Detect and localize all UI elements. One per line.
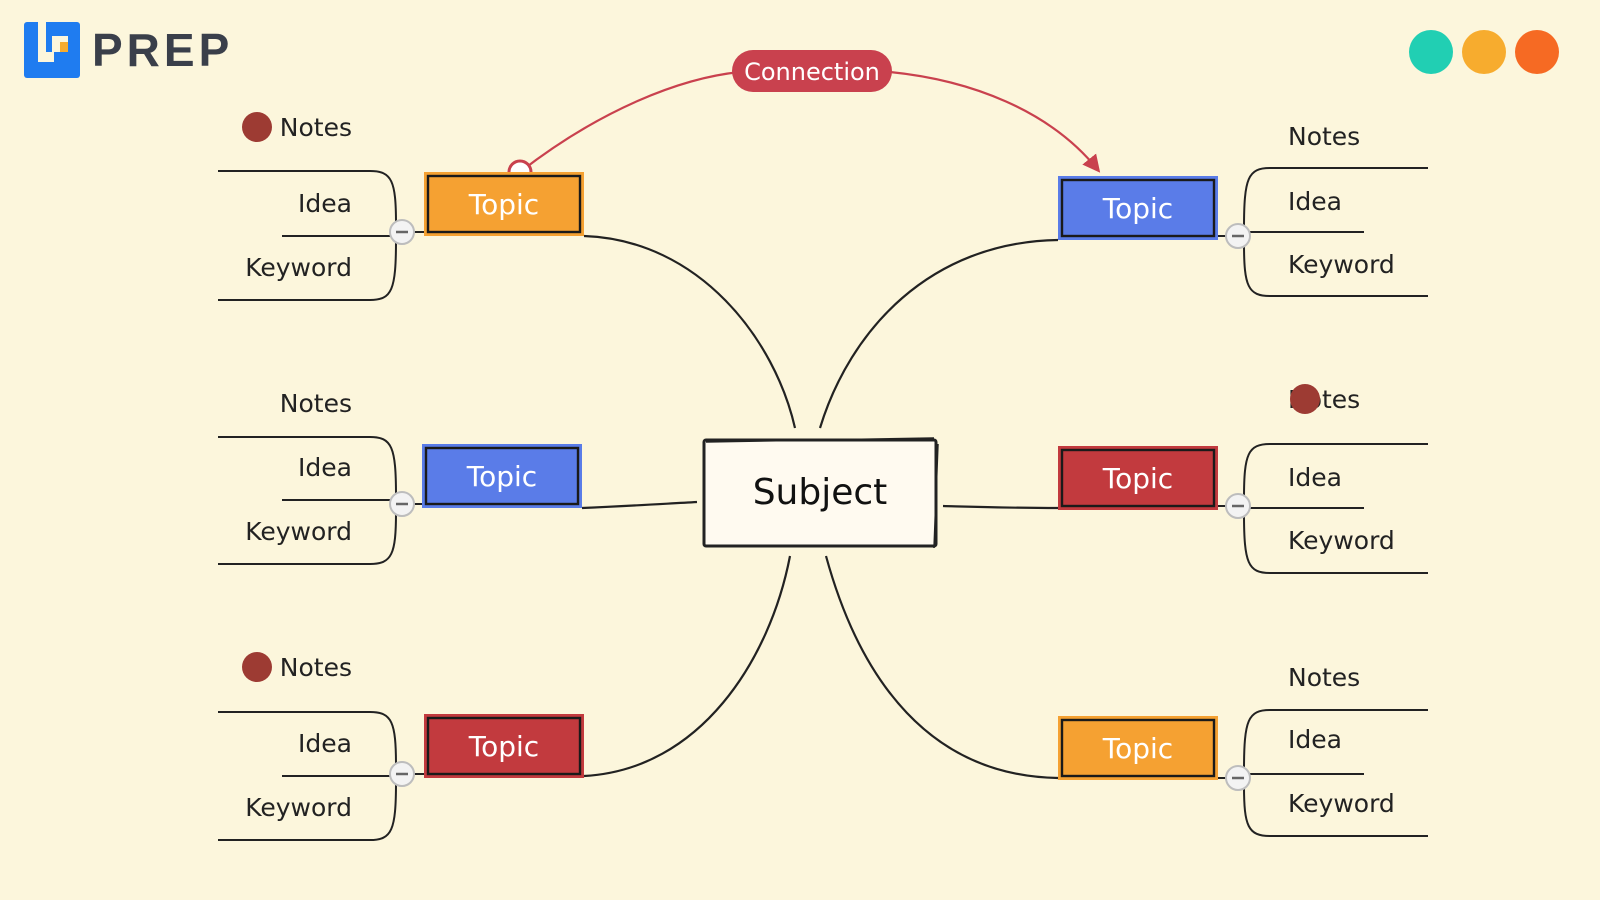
- branch-line-keyword: [218, 239, 397, 301]
- subject-node[interactable]: Subject: [702, 437, 939, 549]
- connection-arrow: [889, 70, 1101, 173]
- topic-top-right[interactable]: Topic: [1058, 176, 1218, 240]
- branch-label-idea[interactable]: Idea: [1288, 187, 1342, 216]
- branch-label-notes[interactable]: Notes: [280, 113, 352, 142]
- topic-label: Topic: [1102, 462, 1173, 495]
- subject-sketch-stroke: [705, 437, 939, 549]
- topic-sketch-border: [1060, 448, 1216, 508]
- collapse-toggle-top-left[interactable]: [389, 219, 415, 245]
- branch-line-keyword: [1243, 243, 1428, 297]
- branch-label-keyword[interactable]: Keyword: [245, 517, 352, 546]
- branch-label-idea[interactable]: Idea: [1288, 725, 1342, 754]
- branch-label-idea[interactable]: Idea: [298, 189, 352, 218]
- topic-bottom-right[interactable]: Topic: [1058, 716, 1218, 780]
- topic-fill: [424, 172, 584, 236]
- topic-bottom-left[interactable]: Topic: [424, 714, 584, 778]
- topic-fill: [1058, 176, 1218, 240]
- connection-pill-bg: [732, 50, 892, 92]
- link-bottom-right: [824, 555, 1059, 780]
- topic-label: Topic: [1102, 732, 1173, 765]
- prep-logo-icon: [24, 22, 80, 78]
- branch-line-notes: [1243, 167, 1428, 229]
- branch-label-keyword[interactable]: Keyword: [1288, 789, 1395, 818]
- branch-label-notes[interactable]: Notes: [280, 389, 352, 418]
- branch-line-notes: [218, 711, 397, 767]
- topic-label: Topic: [466, 460, 537, 493]
- connection-label: Connection: [744, 58, 880, 86]
- connection-pill[interactable]: Connection: [732, 50, 892, 92]
- branch-line-keyword: [218, 781, 397, 841]
- topic-label: Topic: [468, 188, 539, 221]
- link-mid-right: [942, 504, 1059, 510]
- branch-label-notes[interactable]: Notes: [280, 653, 352, 682]
- branch-line-notes: [218, 170, 397, 225]
- link-bottom-left: [583, 555, 792, 778]
- topic-mid-right[interactable]: Topic: [1058, 446, 1218, 510]
- branch-label-idea[interactable]: Idea: [1288, 463, 1342, 492]
- link-mid-left: [581, 500, 698, 510]
- branch-label-keyword[interactable]: Keyword: [1288, 250, 1395, 279]
- note-marker-icon: [242, 652, 272, 682]
- branch-label-notes[interactable]: Notes: [1288, 122, 1360, 151]
- collapse-toggle-top-right[interactable]: [1225, 223, 1251, 249]
- topic-sketch-border: [1060, 178, 1216, 238]
- topic-label: Topic: [468, 730, 539, 763]
- connection-line-start: [519, 70, 741, 173]
- branch-label-notes[interactable]: Notes: [1288, 663, 1360, 692]
- note-marker-icon: [242, 112, 272, 142]
- topic-fill: [424, 714, 584, 778]
- branch-line-keyword: [1243, 513, 1428, 574]
- orange-dot: [1515, 30, 1559, 74]
- teal-dot: [1409, 30, 1453, 74]
- topic-sketch-border: [424, 446, 580, 506]
- topic-label: Topic: [1102, 192, 1173, 225]
- branch-line-notes: [218, 436, 397, 497]
- topic-fill: [422, 444, 582, 508]
- yellow-dot: [1462, 30, 1506, 74]
- branch-label-keyword[interactable]: Keyword: [245, 793, 352, 822]
- collapse-toggle-mid-right[interactable]: [1225, 493, 1251, 519]
- window-dots: [1409, 30, 1559, 74]
- subject-label: Subject: [753, 472, 888, 513]
- topic-sketch-border: [426, 174, 582, 234]
- link-top-left: [583, 234, 797, 429]
- branch-line-keyword: [218, 511, 397, 565]
- topic-sketch-border: [1060, 718, 1216, 778]
- topic-fill: [1058, 446, 1218, 510]
- collapse-toggle-bottom-left[interactable]: [389, 761, 415, 787]
- branch-label-keyword[interactable]: Keyword: [245, 253, 352, 282]
- branch-label-idea[interactable]: Idea: [298, 729, 352, 758]
- branch-line-notes: [1243, 443, 1428, 499]
- branch-label-keyword[interactable]: Keyword: [1288, 526, 1395, 555]
- topic-sketch-border: [426, 716, 582, 776]
- collapse-toggle-mid-left[interactable]: [389, 491, 415, 517]
- brand-name: PREP: [92, 24, 234, 76]
- branch-line-notes: [1243, 709, 1428, 771]
- topic-fill: [1058, 716, 1218, 780]
- branch-line-keyword: [1243, 785, 1428, 837]
- topic-mid-left[interactable]: Topic: [422, 444, 582, 508]
- topic-top-left[interactable]: Topic: [424, 172, 584, 236]
- collapse-toggle-bottom-right[interactable]: [1225, 765, 1251, 791]
- brand-logo: PREP: [22, 20, 233, 80]
- note-marker-icon: [1290, 384, 1320, 414]
- branch-label-idea[interactable]: Idea: [298, 453, 352, 482]
- link-top-right: [818, 238, 1059, 429]
